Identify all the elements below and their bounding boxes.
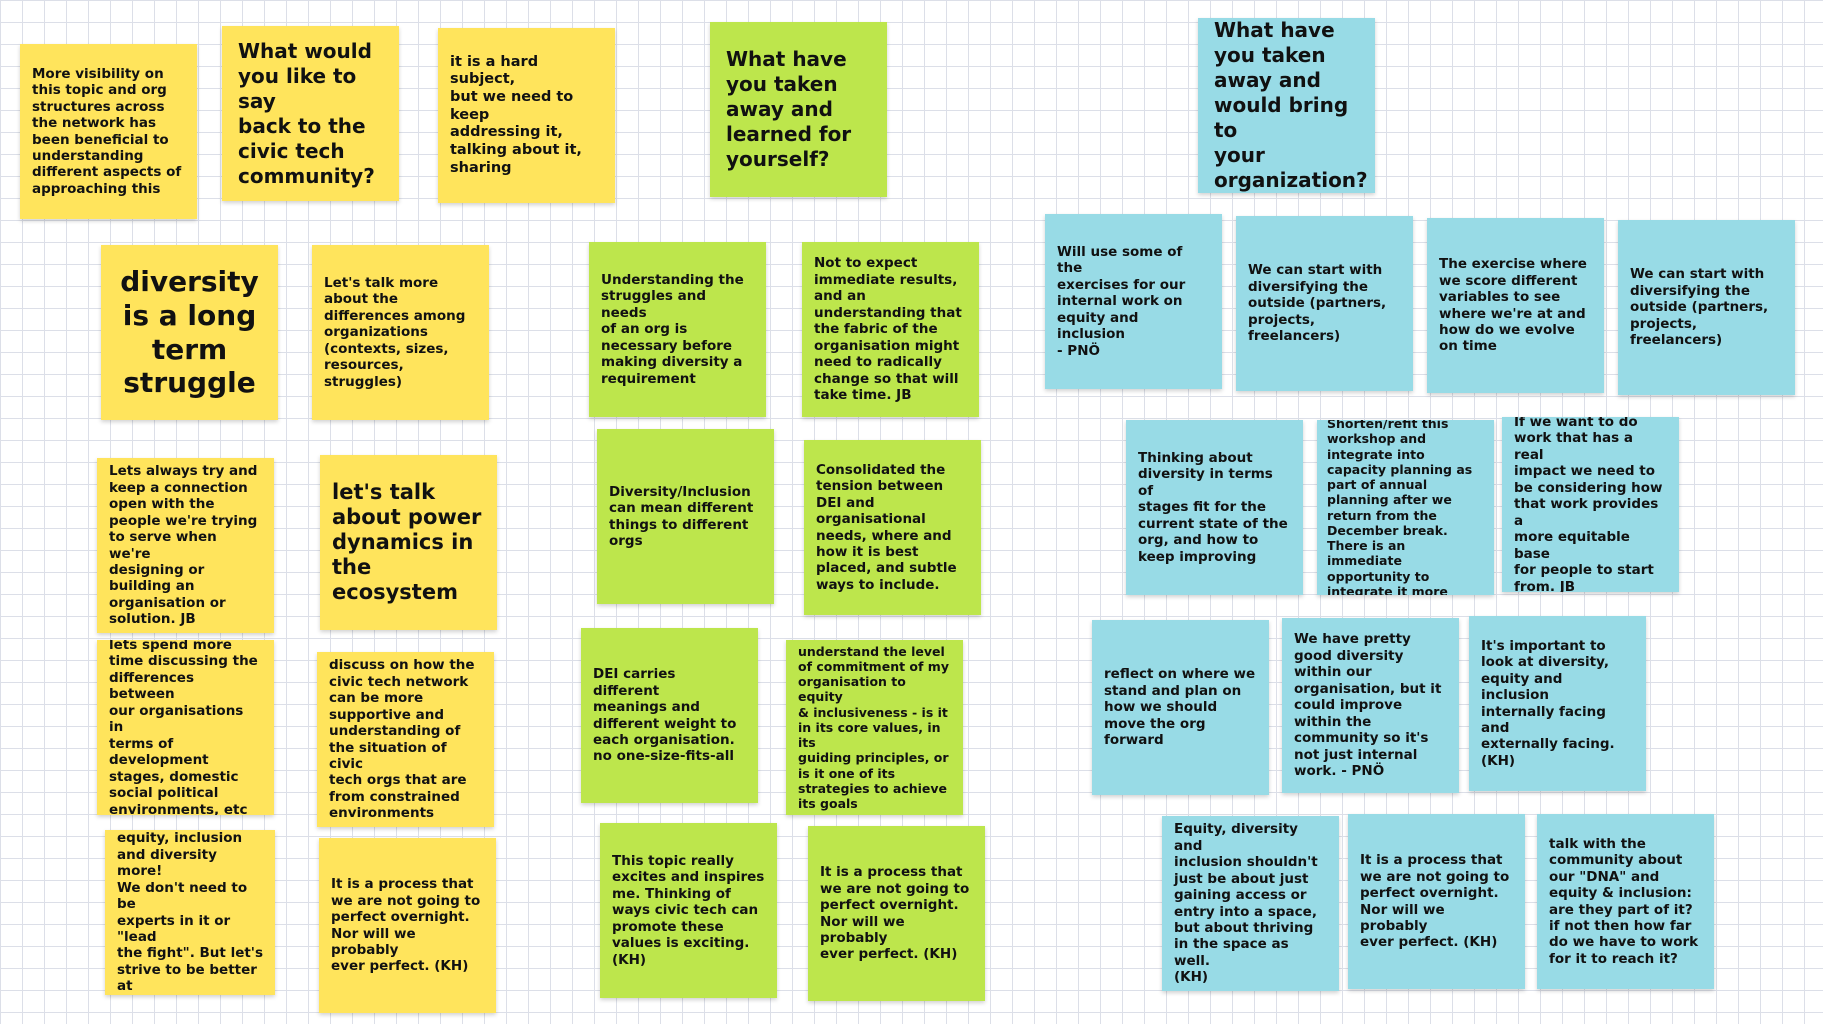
sticky-note-text: We have pretty good diversity within our… bbox=[1294, 631, 1442, 780]
sticky-note[interactable]: Not to expect immediate results, and an … bbox=[802, 242, 979, 417]
sticky-note[interactable]: understand the level of commitment of my… bbox=[786, 640, 963, 815]
sticky-note-text: DEI carries different meanings and diffe… bbox=[593, 666, 737, 765]
sticky-note-text: Thinking about diversity in terms of sta… bbox=[1138, 449, 1288, 565]
sticky-note[interactable]: diversity is a long term struggle bbox=[101, 245, 278, 420]
sticky-note-text: Will use some of the exercises for our i… bbox=[1057, 243, 1186, 359]
question-sticky-note[interactable]: What would you like to say back to the c… bbox=[222, 26, 399, 201]
sticky-note-text: It is a process that we are not going to… bbox=[331, 876, 481, 975]
sticky-note-text: What would you like to say back to the c… bbox=[238, 38, 375, 188]
sticky-note[interactable]: It is a process that we are not going to… bbox=[1348, 814, 1525, 989]
sticky-note[interactable]: Equity, diversity and inclusion shouldn'… bbox=[1162, 816, 1339, 991]
sticky-note[interactable]: Consolidated the tension between DEI and… bbox=[804, 440, 981, 615]
sticky-note[interactable]: It is a process that we are not going to… bbox=[808, 826, 985, 1001]
sticky-note[interactable]: We can start with diversifying the outsi… bbox=[1618, 220, 1795, 395]
sticky-note[interactable]: reflect on where we stand and plan on ho… bbox=[1092, 620, 1269, 795]
sticky-note[interactable]: Lets always try and keep a connection op… bbox=[97, 458, 274, 633]
sticky-note[interactable]: Will use some of the exercises for our i… bbox=[1045, 214, 1222, 389]
sticky-note[interactable]: Diversity/Inclusion can mean different t… bbox=[597, 429, 774, 604]
sticky-note[interactable]: It's important to look at diversity, equ… bbox=[1469, 616, 1646, 791]
sticky-note-text: This topic really excites and inspires m… bbox=[612, 852, 765, 968]
sticky-note[interactable]: This topic really excites and inspires m… bbox=[600, 823, 777, 998]
sticky-note-text: We can start with diversifying the outsi… bbox=[1630, 266, 1769, 349]
sticky-note-text: More visibility on this topic and org st… bbox=[32, 65, 182, 197]
sticky-note[interactable]: talk with the community about our "DNA" … bbox=[1537, 814, 1714, 989]
sticky-note[interactable]: lets spend more time discussing the diff… bbox=[97, 640, 274, 815]
sticky-note-text: Understanding the struggles and needs of… bbox=[601, 271, 744, 387]
sticky-note[interactable]: We have pretty good diversity within our… bbox=[1282, 618, 1459, 793]
sticky-note-text: lets spend more time discussing the diff… bbox=[109, 640, 258, 815]
sticky-note-text: it is a hard subject, but we need to kee… bbox=[450, 53, 582, 176]
sticky-note-text: Not to expect immediate results, and an … bbox=[814, 255, 962, 404]
question-sticky-note[interactable]: What have you taken away and learned for… bbox=[710, 22, 887, 197]
sticky-note-text: The exercise where we score different va… bbox=[1439, 256, 1587, 355]
sticky-note-text: let's talk about power dynamics in the e… bbox=[332, 479, 482, 605]
sticky-note-text: diversity is a long term struggle bbox=[120, 265, 259, 400]
sticky-note[interactable]: let's talk about power dynamics in the e… bbox=[320, 455, 497, 630]
sticky-note[interactable]: DEI carries different meanings and diffe… bbox=[581, 628, 758, 803]
question-sticky-note[interactable]: What have you taken away and would bring… bbox=[1198, 18, 1375, 193]
sticky-note-text: Consolidated the tension between DEI and… bbox=[816, 461, 957, 593]
sticky-note[interactable]: Thinking about diversity in terms of sta… bbox=[1126, 420, 1303, 595]
sticky-note[interactable]: discuss on how the civic tech network ca… bbox=[317, 652, 494, 827]
sticky-note-text: Let's talk more about the differences am… bbox=[324, 274, 466, 390]
sticky-note-text: Lets always try and keep a connection op… bbox=[109, 463, 258, 628]
sticky-note[interactable]: It is a process that we are not going to… bbox=[319, 838, 496, 1013]
sticky-note-text: If we want to do work that has a real im… bbox=[1514, 417, 1663, 592]
sticky-note[interactable]: The exercise where we score different va… bbox=[1427, 218, 1604, 393]
sticky-note[interactable]: Understanding the struggles and needs of… bbox=[589, 242, 766, 417]
sticky-note-text: What have you taken away and learned for… bbox=[726, 47, 852, 171]
sticky-note-text: It's important to look at diversity, equ… bbox=[1481, 637, 1615, 769]
sticky-note-text: talk with the community about our "DNA" … bbox=[1549, 835, 1699, 967]
sticky-note-text: understand the level of commitment of my… bbox=[798, 643, 949, 812]
sticky-note[interactable]: Let's talk about equity, inclusion and d… bbox=[105, 830, 275, 995]
sticky-note[interactable]: Let's talk more about the differences am… bbox=[312, 245, 489, 420]
sticky-note-text: It is a process that we are not going to… bbox=[820, 864, 970, 963]
sticky-note-text: discuss on how the civic tech network ca… bbox=[329, 657, 475, 822]
sticky-note-text: Diversity/Inclusion can mean different t… bbox=[609, 483, 754, 549]
sticky-note[interactable]: If we want to do work that has a real im… bbox=[1502, 417, 1679, 592]
sticky-note-text: What have you taken away and would bring… bbox=[1214, 18, 1368, 192]
sticky-note-text: reflect on where we stand and plan on ho… bbox=[1104, 666, 1256, 749]
sticky-note[interactable]: Shorten/refit this workshop and integrat… bbox=[1317, 420, 1494, 595]
sticky-note-text: Equity, diversity and inclusion shouldn'… bbox=[1174, 821, 1318, 986]
sticky-note-text: It is a process that we are not going to… bbox=[1360, 852, 1510, 951]
sticky-note[interactable]: More visibility on this topic and org st… bbox=[20, 44, 197, 219]
sticky-note[interactable]: it is a hard subject, but we need to kee… bbox=[438, 28, 615, 203]
sticky-note-text: We can start with diversifying the outsi… bbox=[1248, 262, 1387, 345]
sticky-note-text: Shorten/refit this workshop and integrat… bbox=[1327, 420, 1473, 595]
sticky-note[interactable]: We can start with diversifying the outsi… bbox=[1236, 216, 1413, 391]
sticky-note-text: Let's talk about equity, inclusion and d… bbox=[117, 830, 263, 995]
